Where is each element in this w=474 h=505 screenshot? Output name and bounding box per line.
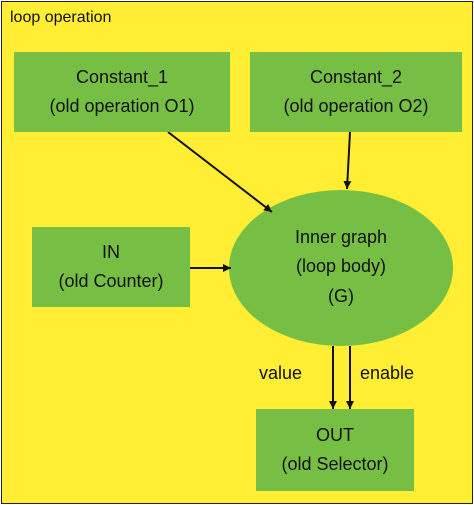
node-inner-graph-name: Inner graph — [294, 227, 388, 248]
node-constant-1-note: (old operation O1) — [49, 96, 195, 116]
node-in-name: IN — [102, 241, 120, 262]
edge-constant2-to-inner — [343, 131, 352, 190]
node-constant-2: Constant_2 (old operation O2) — [250, 52, 462, 132]
node-constant-1: Constant_1 (old operation O1) — [14, 52, 230, 132]
inner-graph-shape — [229, 190, 453, 346]
node-constant-1-name: Constant_1 — [75, 66, 169, 87]
container-title: loop operation — [10, 9, 112, 26]
node-out-name: OUT — [316, 424, 354, 445]
edge-label-enable: enable — [360, 363, 415, 383]
node-inner-graph: Inner graph (loop body) (G) — [228, 188, 454, 346]
node-constant-2-note: (old operation O2) — [283, 96, 429, 116]
node-in: IN (old Counter) — [32, 227, 190, 307]
node-in-note: (old Counter) — [58, 271, 164, 291]
edge-label-value: value — [259, 363, 303, 383]
node-inner-graph-note: (loop body) — [295, 256, 387, 277]
node-inner-graph-symbol: (G) — [328, 285, 354, 306]
node-out: OUT (old Selector) — [256, 409, 414, 491]
node-constant-2-name: Constant_2 — [309, 66, 403, 87]
node-out-note: (old Selector) — [281, 454, 389, 474]
edge-constant1-to-inner — [167, 131, 273, 213]
